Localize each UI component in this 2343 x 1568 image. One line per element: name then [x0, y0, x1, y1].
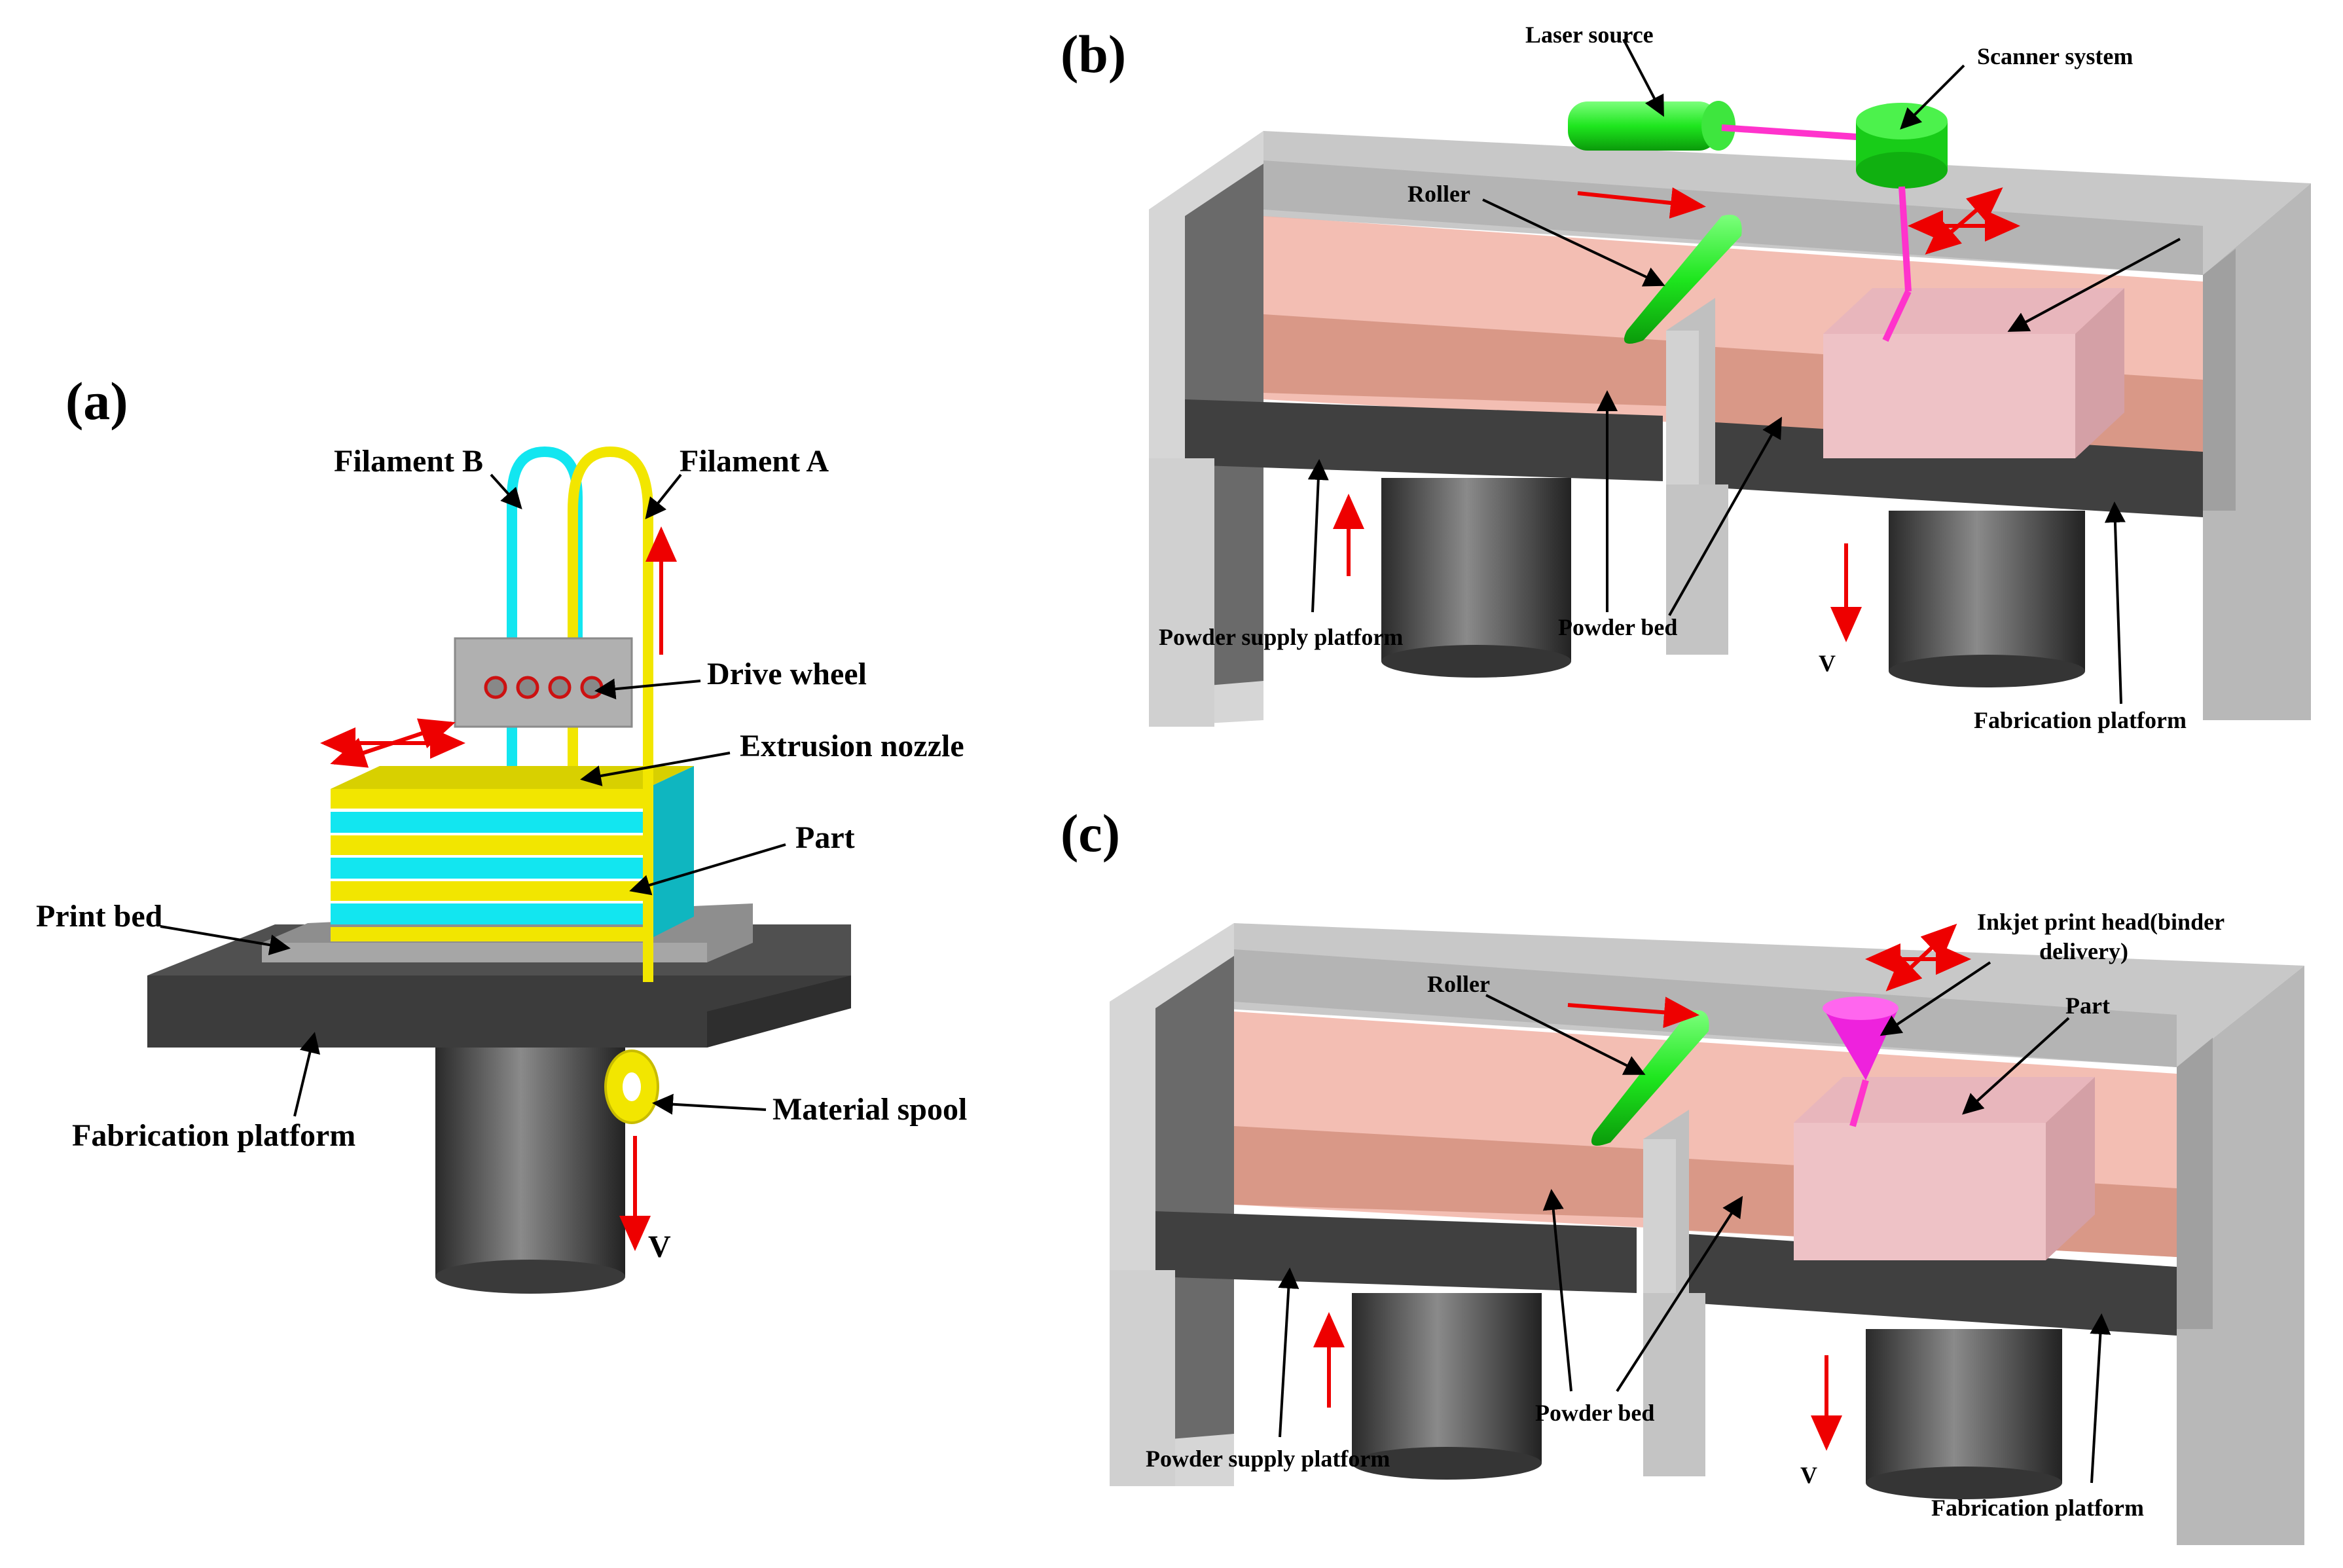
label-scanner-system: Scanner system	[1977, 43, 2133, 69]
laser-beam-vertical	[1898, 186, 1912, 292]
label-powder-bed-c: Powder bed	[1535, 1400, 1654, 1426]
roller-b	[1624, 215, 1742, 344]
panel-b-label: (b)	[1061, 24, 1126, 84]
label-roller-b: Roller	[1408, 181, 1470, 207]
label-extrusion-nozzle: Extrusion nozzle	[740, 729, 964, 763]
filament-a	[568, 446, 653, 982]
label-fabrication-platform-b: Fabrication platform	[1974, 707, 2187, 733]
label-velocity-c: V	[1800, 1462, 1817, 1488]
laser-beam-horizontal	[1721, 124, 1866, 141]
label-print-bed: Print bed	[36, 899, 163, 934]
wall-fronts-c	[1110, 1270, 2229, 1545]
panel-a-label: (a)	[65, 371, 128, 431]
label-inkjet-print-head-line2: delivery)	[2039, 938, 2128, 964]
pedestals-b	[1381, 478, 2085, 687]
material-spool	[604, 1049, 659, 1124]
leaders-c	[1278, 961, 2111, 1484]
wall-fronts-b	[1149, 458, 2255, 727]
drive-block	[454, 637, 633, 728]
laser-source	[1568, 101, 1735, 151]
drive-wheel-4	[580, 676, 604, 699]
laser-beam-spot	[1882, 289, 1912, 342]
label-powder-supply-platform-c: Powder supply platform	[1146, 1446, 1390, 1472]
scanner-system	[1856, 103, 1948, 189]
roller-c	[1591, 1010, 1709, 1146]
leaders-b	[1307, 39, 2181, 704]
sintered-part-b	[1823, 288, 2124, 458]
label-powder-supply-platform-b: Powder supply platform	[1159, 624, 1403, 650]
label-material-spool: Material spool	[772, 1092, 967, 1127]
platform-pedestal-a	[435, 1021, 625, 1294]
label-part-a: Part	[795, 820, 855, 855]
label-roller-c: Roller	[1427, 971, 1490, 997]
panel-c-label: (c)	[1061, 803, 1120, 863]
motion-arrows-c	[1313, 923, 1971, 1451]
drive-wheel-2	[516, 676, 539, 699]
panel-c: (c)	[1061, 803, 2304, 1545]
panel-a: (a)	[36, 371, 967, 1294]
label-filament-b: Filament B	[334, 444, 483, 479]
label-drive-wheel: Drive wheel	[707, 657, 867, 691]
label-part-c: Part	[2065, 993, 2110, 1019]
label-velocity-a: V	[648, 1230, 671, 1264]
drive-wheel-1	[484, 676, 507, 699]
label-inkjet-print-head-line1: Inkjet print head(binder	[1977, 909, 2225, 935]
leaders-a	[160, 473, 786, 1117]
motion-arrows-b	[1333, 187, 2020, 642]
drive-wheel-3	[548, 676, 572, 699]
motion-arrows-a	[320, 526, 677, 1251]
label-fabrication-platform-a: Fabrication platform	[72, 1118, 355, 1153]
label-filament-a: Filament A	[680, 444, 829, 479]
panel-b: (b)	[1061, 22, 2311, 733]
printed-part-a	[331, 766, 694, 941]
label-fabrication-platform-c: Fabrication platform	[1931, 1495, 2144, 1521]
label-powder-bed-b: Powder bed	[1558, 614, 1677, 640]
label-velocity-b: V	[1819, 650, 1836, 676]
inkjet-print-head	[1823, 996, 1898, 1127]
label-laser-source: Laser source	[1525, 22, 1654, 48]
printed-part-c	[1794, 1077, 2095, 1260]
pedestals-c	[1352, 1293, 2062, 1499]
